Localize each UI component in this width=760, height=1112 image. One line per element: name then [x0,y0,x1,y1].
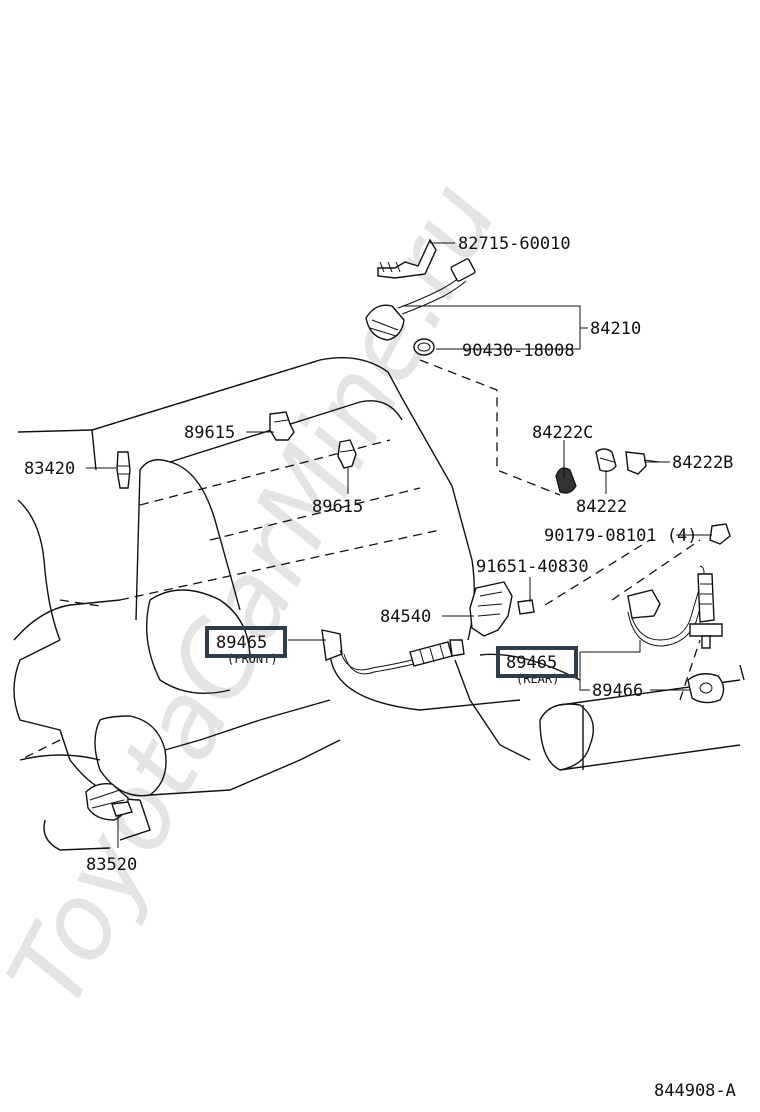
label-83520: 83520 [86,855,137,875]
part-89615-sensors [269,411,357,469]
label-90430-18008: 90430-18008 [462,341,575,361]
label-89466: 89466 [592,681,643,701]
diagram-code: 844908-A [654,1081,736,1101]
label-84222c: 84222C [532,423,593,443]
label-82715-60010: 82715-60010 [458,234,571,254]
label-84222: 84222 [576,497,627,517]
label-89615-b: 89615 [312,497,363,517]
label-89465-front: 89465 [216,633,267,653]
leader-lines [86,242,712,848]
watermark: ToyotaCarMine.ru [0,163,521,1027]
part-82715-bracket [377,238,437,279]
label-91651-40830: 91651-40830 [476,557,589,577]
labels: 82715-60010 84210 90430-18008 89615 8961… [24,234,736,1101]
label-90179-08101: 90179-08101 (4) [544,526,698,546]
watermark-text: ToyotaCarMine.ru [0,163,521,1027]
label-84210: 84210 [590,319,641,339]
label-83420: 83420 [24,459,75,479]
highlight-box-89465-front [205,626,287,658]
label-84540: 84540 [380,607,431,627]
part-90179-nut [709,523,731,545]
part-89466-gasket [687,673,725,704]
part-84222-switches [555,448,661,494]
label-89615-a: 89615 [184,423,235,443]
label-89465-rear: 89465 [506,653,557,673]
part-84540-neutral-switch [469,581,535,637]
part-89465-rear-sensor [627,565,723,649]
label-84222b: 84222B [672,453,733,473]
part-89465-front-sensor [321,629,465,675]
part-83520-sender [85,782,133,821]
part-83420-sender [116,451,131,489]
part-84210-switch [365,258,476,356]
highlight-box-89465-rear [496,646,578,678]
